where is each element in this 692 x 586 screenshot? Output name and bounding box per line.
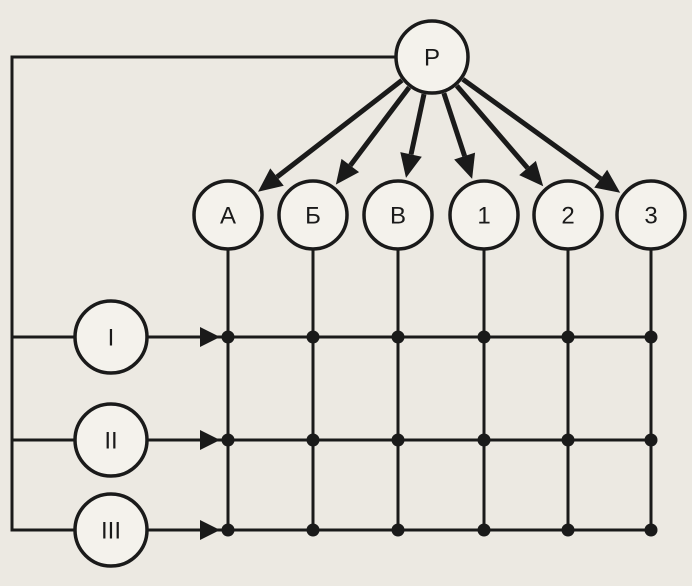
junction-dot-0-4 — [561, 330, 575, 344]
junction-dot-1-3 — [477, 433, 491, 447]
node-III-circle — [73, 492, 149, 568]
node-V-label: В — [390, 203, 406, 230]
arrow-shaft-0 — [275, 78, 404, 180]
node-B-circle — [277, 179, 349, 251]
junction-dot-1-5 — [644, 433, 658, 447]
node-III-label: III — [101, 518, 121, 545]
node-V: В — [362, 179, 434, 251]
arrow-shaft-5 — [461, 77, 603, 181]
row-arrow-2 — [200, 520, 220, 540]
node-II-circle — [73, 402, 149, 478]
node-V-circle — [362, 179, 434, 251]
junction-dot-0-0 — [221, 330, 235, 344]
arrow-head-2 — [400, 152, 422, 178]
node-I-circle — [73, 299, 149, 375]
junction-dot-0-2 — [391, 330, 405, 344]
arrow-shaft-3 — [441, 92, 467, 157]
junction-dot-2-0 — [221, 523, 235, 537]
arrow-head-3 — [454, 152, 476, 179]
arrow-head-5 — [594, 169, 621, 193]
junction-dot-1-2 — [391, 433, 405, 447]
arrow-head-1 — [335, 158, 360, 185]
arrow-head-0 — [258, 168, 284, 192]
node-P-circle — [394, 19, 470, 95]
node-2-circle — [532, 179, 604, 251]
arrows — [200, 77, 621, 540]
junction-dot-0-1 — [306, 330, 320, 344]
junction-dot-2-4 — [561, 523, 575, 537]
node-2: 2 — [532, 179, 604, 251]
row-arrow-1 — [200, 430, 220, 450]
node-II-label: II — [104, 428, 117, 455]
junction-dot-2-5 — [644, 523, 658, 537]
arrow-shaft-4 — [454, 84, 530, 170]
junction-dots — [221, 330, 658, 537]
junction-dot-1-1 — [306, 433, 320, 447]
junction-dot-0-3 — [477, 330, 491, 344]
node-3-label: 3 — [644, 203, 657, 230]
node-A: А — [192, 179, 264, 251]
node-1: 1 — [448, 179, 520, 251]
node-III: III — [73, 492, 149, 568]
node-3: 3 — [615, 179, 687, 251]
node-2-label: 2 — [561, 203, 574, 230]
arrow-shaft-2 — [408, 93, 427, 155]
node-P-label: Р — [424, 45, 440, 72]
node-I-label: I — [108, 325, 115, 352]
node-I: I — [73, 299, 149, 375]
junction-dot-1-0 — [221, 433, 235, 447]
node-II: II — [73, 402, 149, 478]
junction-dot-1-4 — [561, 433, 575, 447]
node-B-label: Б — [305, 203, 321, 230]
arrow-head-4 — [519, 160, 544, 187]
node-1-label: 1 — [477, 203, 490, 230]
junction-dot-2-3 — [477, 523, 491, 537]
node-1-circle — [448, 179, 520, 251]
junction-dot-2-1 — [306, 523, 320, 537]
node-A-circle — [192, 179, 264, 251]
arrow-shaft-1 — [348, 85, 412, 167]
node-A-label: А — [220, 203, 236, 230]
bus-line — [10, 55, 398, 532]
junction-dot-0-5 — [644, 330, 658, 344]
row-arrow-0 — [200, 327, 220, 347]
node-B: Б — [277, 179, 349, 251]
node-P: Р — [394, 19, 470, 95]
node-3-circle — [615, 179, 687, 251]
junction-dot-2-2 — [391, 523, 405, 537]
